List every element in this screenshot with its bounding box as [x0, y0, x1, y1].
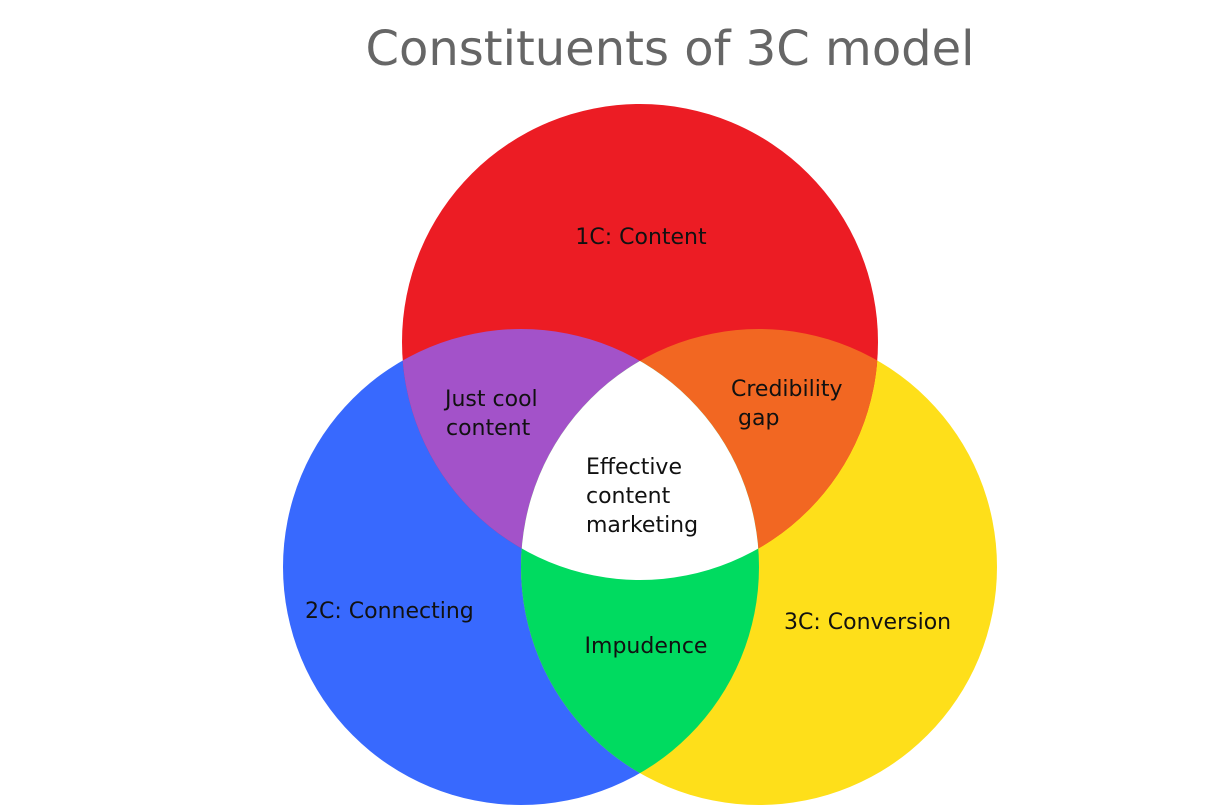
overlap-center [521, 329, 759, 580]
diagram-title: Constituents of 3C model [365, 21, 974, 77]
label-just-cool-content: Just cool content [443, 387, 545, 441]
label-line: Credibility [731, 377, 842, 402]
label-line: gap [731, 406, 779, 431]
label-effective-content-marketing: Effective content marketing [586, 455, 698, 538]
label-conversion: 3C: Conversion [784, 610, 951, 635]
label-impudence: Impudence [585, 634, 708, 659]
label-line: Effective [586, 455, 682, 480]
label-connecting: 2C: Connecting [305, 599, 474, 624]
label-line: Just cool [443, 387, 538, 412]
label-line: content [586, 484, 671, 509]
label-credibility-gap: Credibility gap [731, 377, 842, 431]
label-line: marketing [586, 513, 698, 538]
label-line: content [446, 416, 531, 441]
label-content: 1C: Content [575, 225, 707, 250]
